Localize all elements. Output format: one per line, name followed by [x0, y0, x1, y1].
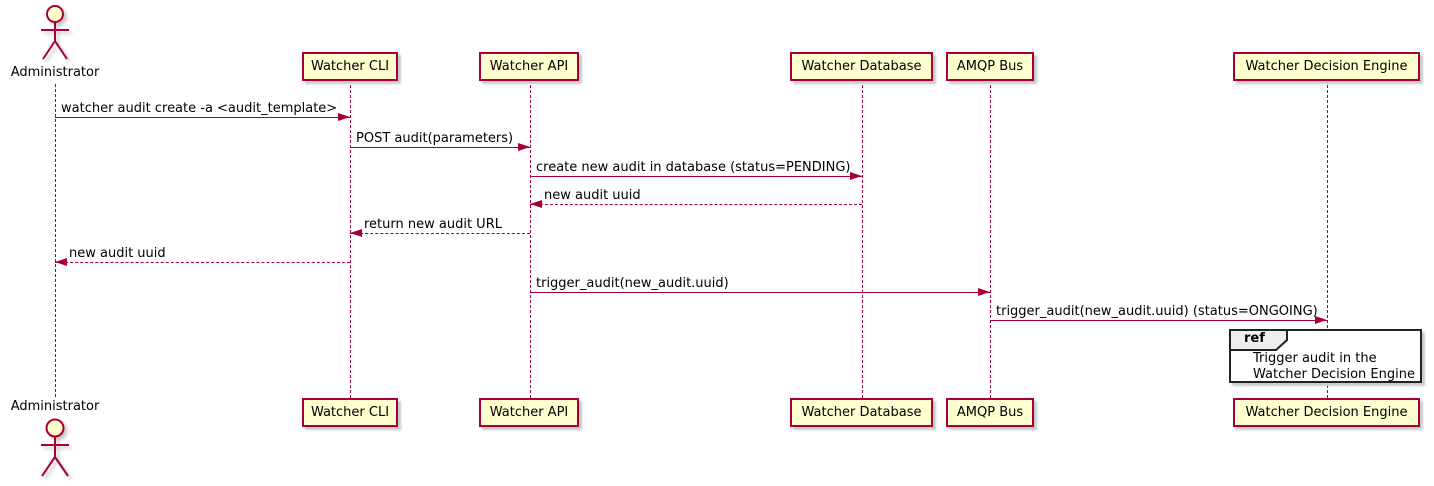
message-watcher-audit-create: watcher audit create -a <audit_template>	[55, 101, 350, 121]
lifeline-watcher-cli	[350, 80, 351, 398]
message-post-audit: POST audit(parameters)	[350, 131, 530, 151]
arrowhead-icon	[350, 229, 362, 237]
arrowhead-icon	[530, 200, 542, 208]
message-trigger-audit-ongoing: trigger_audit(new_audit.uuid) (status=ON…	[990, 304, 1327, 324]
message-arrow	[55, 113, 350, 121]
message-label: create new audit in database (status=PEN…	[536, 160, 851, 175]
administrator-actor-icon	[41, 5, 69, 60]
message-label: POST audit(parameters)	[356, 131, 514, 146]
message-label: watcher audit create -a <audit_template>	[61, 101, 338, 116]
participant-box-watcher-decision-engine-top: Watcher Decision Engine	[1233, 52, 1420, 81]
arrowhead-icon	[518, 143, 530, 151]
lifeline-watcher-decision-engine	[1327, 80, 1328, 398]
message-arrow	[55, 258, 350, 266]
actor-label-administrator-top: Administrator	[10, 65, 100, 80]
message-arrow	[990, 316, 1327, 324]
ref-line-1: Trigger audit in the	[1253, 351, 1377, 366]
message-new-audit-uuid-admin: new audit uuid	[55, 246, 350, 266]
message-create-new-audit: create new audit in database (status=PEN…	[530, 160, 862, 180]
participant-box-watcher-decision-engine-bottom: Watcher Decision Engine	[1233, 398, 1420, 427]
message-arrow	[530, 200, 862, 208]
message-arrow	[530, 172, 862, 180]
actor-label-administrator-bottom: Administrator	[10, 399, 100, 414]
ref-fragment: ref Trigger audit in the Watcher Decisio…	[1229, 329, 1422, 383]
arrowhead-icon	[338, 113, 350, 121]
arrowhead-icon	[1315, 316, 1327, 324]
arrowhead-icon	[55, 258, 67, 266]
message-label: return new audit URL	[364, 217, 502, 232]
lifeline-administrator	[55, 84, 56, 397]
lifeline-amqp-bus	[990, 80, 991, 398]
ref-body-text: Trigger audit in the Watcher Decision En…	[1253, 351, 1415, 383]
arrowhead-icon	[850, 172, 862, 180]
message-arrow	[530, 288, 990, 296]
message-new-audit-uuid-db: new audit uuid	[530, 188, 862, 208]
participant-box-watcher-database-bottom: Watcher Database	[790, 398, 933, 427]
message-trigger-audit: trigger_audit(new_audit.uuid)	[530, 276, 990, 296]
ref-keyword: ref	[1244, 331, 1265, 346]
ref-line-2: Watcher Decision Engine	[1253, 367, 1415, 382]
lifeline-watcher-database	[862, 80, 863, 398]
arrowhead-icon	[978, 288, 990, 296]
participant-box-watcher-cli-bottom: Watcher CLI	[302, 398, 398, 427]
participant-box-watcher-api-bottom: Watcher API	[479, 398, 579, 427]
lifeline-watcher-api	[530, 80, 531, 398]
ref-tab-shape	[1229, 329, 1288, 351]
message-label: trigger_audit(new_audit.uuid)	[536, 276, 729, 291]
message-return-new-audit-url: return new audit URL	[350, 217, 530, 237]
message-label: trigger_audit(new_audit.uuid) (status=ON…	[996, 304, 1318, 319]
participant-box-watcher-api-top: Watcher API	[479, 52, 579, 81]
administrator-actor-icon-bottom	[41, 418, 69, 477]
participant-box-amqp-bus-bottom: AMQP Bus	[946, 398, 1034, 427]
message-label: new audit uuid	[69, 246, 166, 261]
message-arrow	[350, 143, 530, 151]
participant-box-watcher-database-top: Watcher Database	[790, 52, 933, 81]
participant-box-watcher-cli-top: Watcher CLI	[302, 52, 398, 81]
message-arrow	[350, 229, 530, 237]
message-label: new audit uuid	[544, 188, 641, 203]
participant-box-amqp-bus-top: AMQP Bus	[946, 52, 1034, 81]
